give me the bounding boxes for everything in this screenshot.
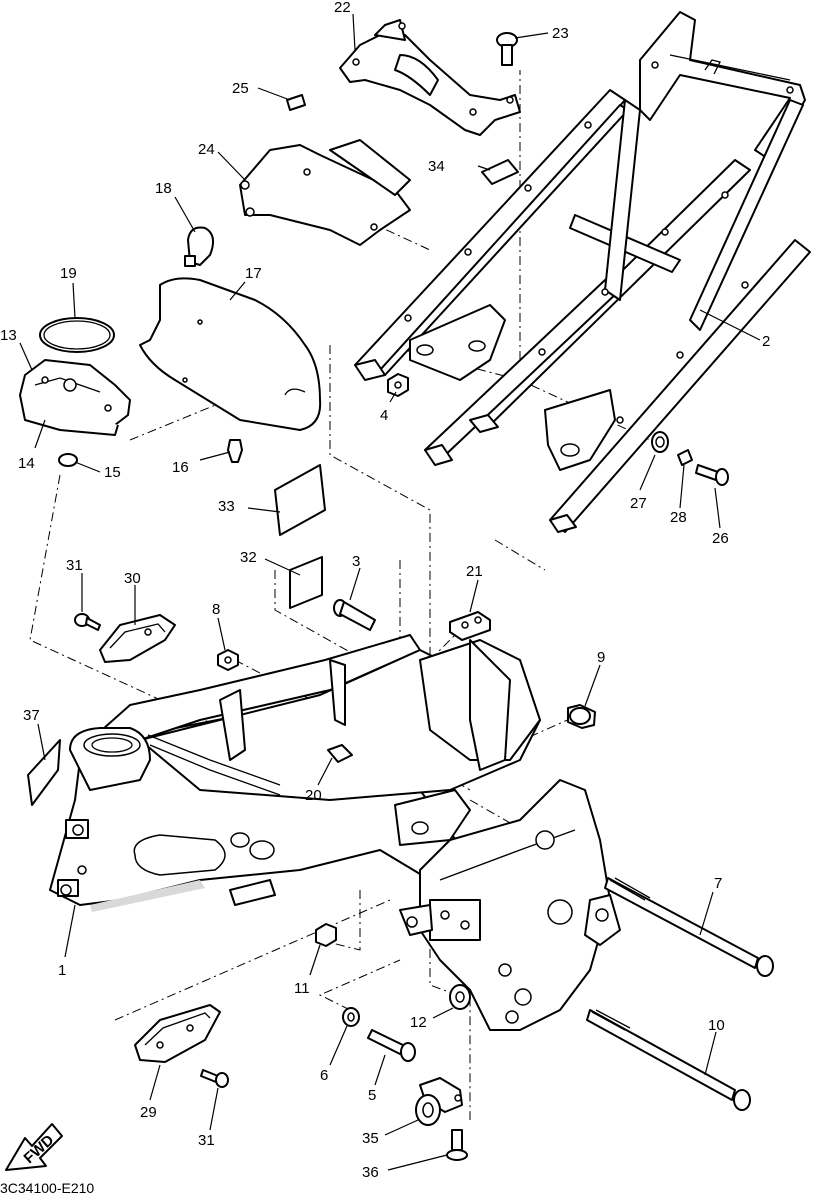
callout-12: 12 (410, 1014, 427, 1031)
callout-1: 1 (58, 962, 66, 979)
callout-30: 30 (124, 570, 141, 587)
forward-direction-arrow: FWD (5, 1123, 63, 1171)
part-33-label (274, 464, 326, 536)
callout-36: 36 (362, 1164, 379, 1181)
part-25-pad (286, 94, 306, 111)
callout-28: 28 (670, 509, 687, 526)
part-30-plate (99, 614, 176, 663)
part-20-pad (327, 744, 353, 763)
part-12-collar (449, 984, 471, 1010)
callout-9: 9 (597, 649, 605, 666)
part-22-upper-bracket (339, 19, 521, 136)
callout-14: 14 (18, 455, 35, 472)
part-24-bracket (239, 139, 411, 246)
part-34-pad (481, 159, 519, 185)
callout-labels: 22 23 25 24 34 18 19 17 13 2 4 14 15 16 … (0, 0, 770, 1181)
part-17-cover-panel (139, 277, 322, 431)
part-36-screw (446, 1129, 468, 1161)
callout-16: 16 (172, 459, 189, 476)
part-10-long-bolt (586, 1009, 751, 1111)
part-23-bolt (496, 32, 518, 66)
callout-31-upper: 31 (66, 557, 83, 574)
part-13-14-housing (19, 359, 131, 436)
callout-3: 3 (352, 553, 360, 570)
callout-4: 4 (380, 407, 388, 424)
part-6-washer (342, 1007, 360, 1027)
part-26-bolt (695, 464, 729, 486)
part-31-screw-lower (200, 1069, 229, 1088)
callout-11: 11 (294, 980, 310, 997)
callout-18: 18 (155, 180, 172, 197)
callout-27: 27 (630, 495, 647, 512)
part-29-plate (134, 1004, 221, 1063)
callout-21: 21 (466, 563, 483, 580)
callout-2: 2 (762, 333, 770, 350)
callout-37: 37 (23, 707, 40, 724)
leader-lines (19, 13, 761, 1171)
callout-13: 13 (0, 327, 17, 344)
part-28-bushing (677, 449, 693, 466)
part-9-collar (567, 704, 596, 729)
part-3-bolt (333, 599, 376, 631)
part-4-nut (387, 373, 409, 397)
part-7-long-bolt (604, 877, 774, 977)
callout-25: 25 (232, 80, 249, 97)
rear-frame (354, 11, 811, 533)
part-35-bracket (415, 1077, 463, 1126)
part-31-screw-upper (74, 613, 101, 631)
part-5-bolt (367, 1029, 416, 1062)
callout-5: 5 (368, 1087, 376, 1104)
callout-35: 35 (362, 1130, 379, 1147)
callout-31-lower: 31 (198, 1132, 215, 1149)
callout-8: 8 (212, 601, 220, 618)
part-18-clamp (184, 226, 215, 267)
callout-15: 15 (104, 464, 121, 481)
callout-33: 33 (218, 498, 235, 515)
callout-7: 7 (714, 875, 722, 892)
callout-22: 22 (334, 0, 351, 16)
part-16-plug (227, 439, 243, 463)
callout-34: 34 (428, 158, 445, 175)
part-21-block (449, 611, 491, 641)
callout-24: 24 (198, 141, 215, 158)
part-27-collar (651, 431, 669, 453)
diagram-code: 3C34100-E210 (0, 1180, 94, 1196)
callout-20: 20 (305, 787, 322, 804)
part-8-nut (217, 649, 239, 671)
callout-17: 17 (245, 265, 262, 282)
part-37-label (27, 739, 61, 806)
callout-26: 26 (712, 530, 729, 547)
part-11-nut (315, 923, 337, 947)
callout-23: 23 (552, 25, 569, 42)
callout-29: 29 (140, 1104, 157, 1121)
callout-10: 10 (708, 1017, 725, 1034)
main-frame (49, 634, 621, 1031)
part-15-nut (58, 453, 78, 467)
part-19-o-ring (39, 317, 115, 353)
part-32-label (289, 556, 323, 609)
callout-32: 32 (240, 549, 257, 566)
callout-19: 19 (60, 265, 77, 282)
callout-6: 6 (320, 1067, 328, 1084)
